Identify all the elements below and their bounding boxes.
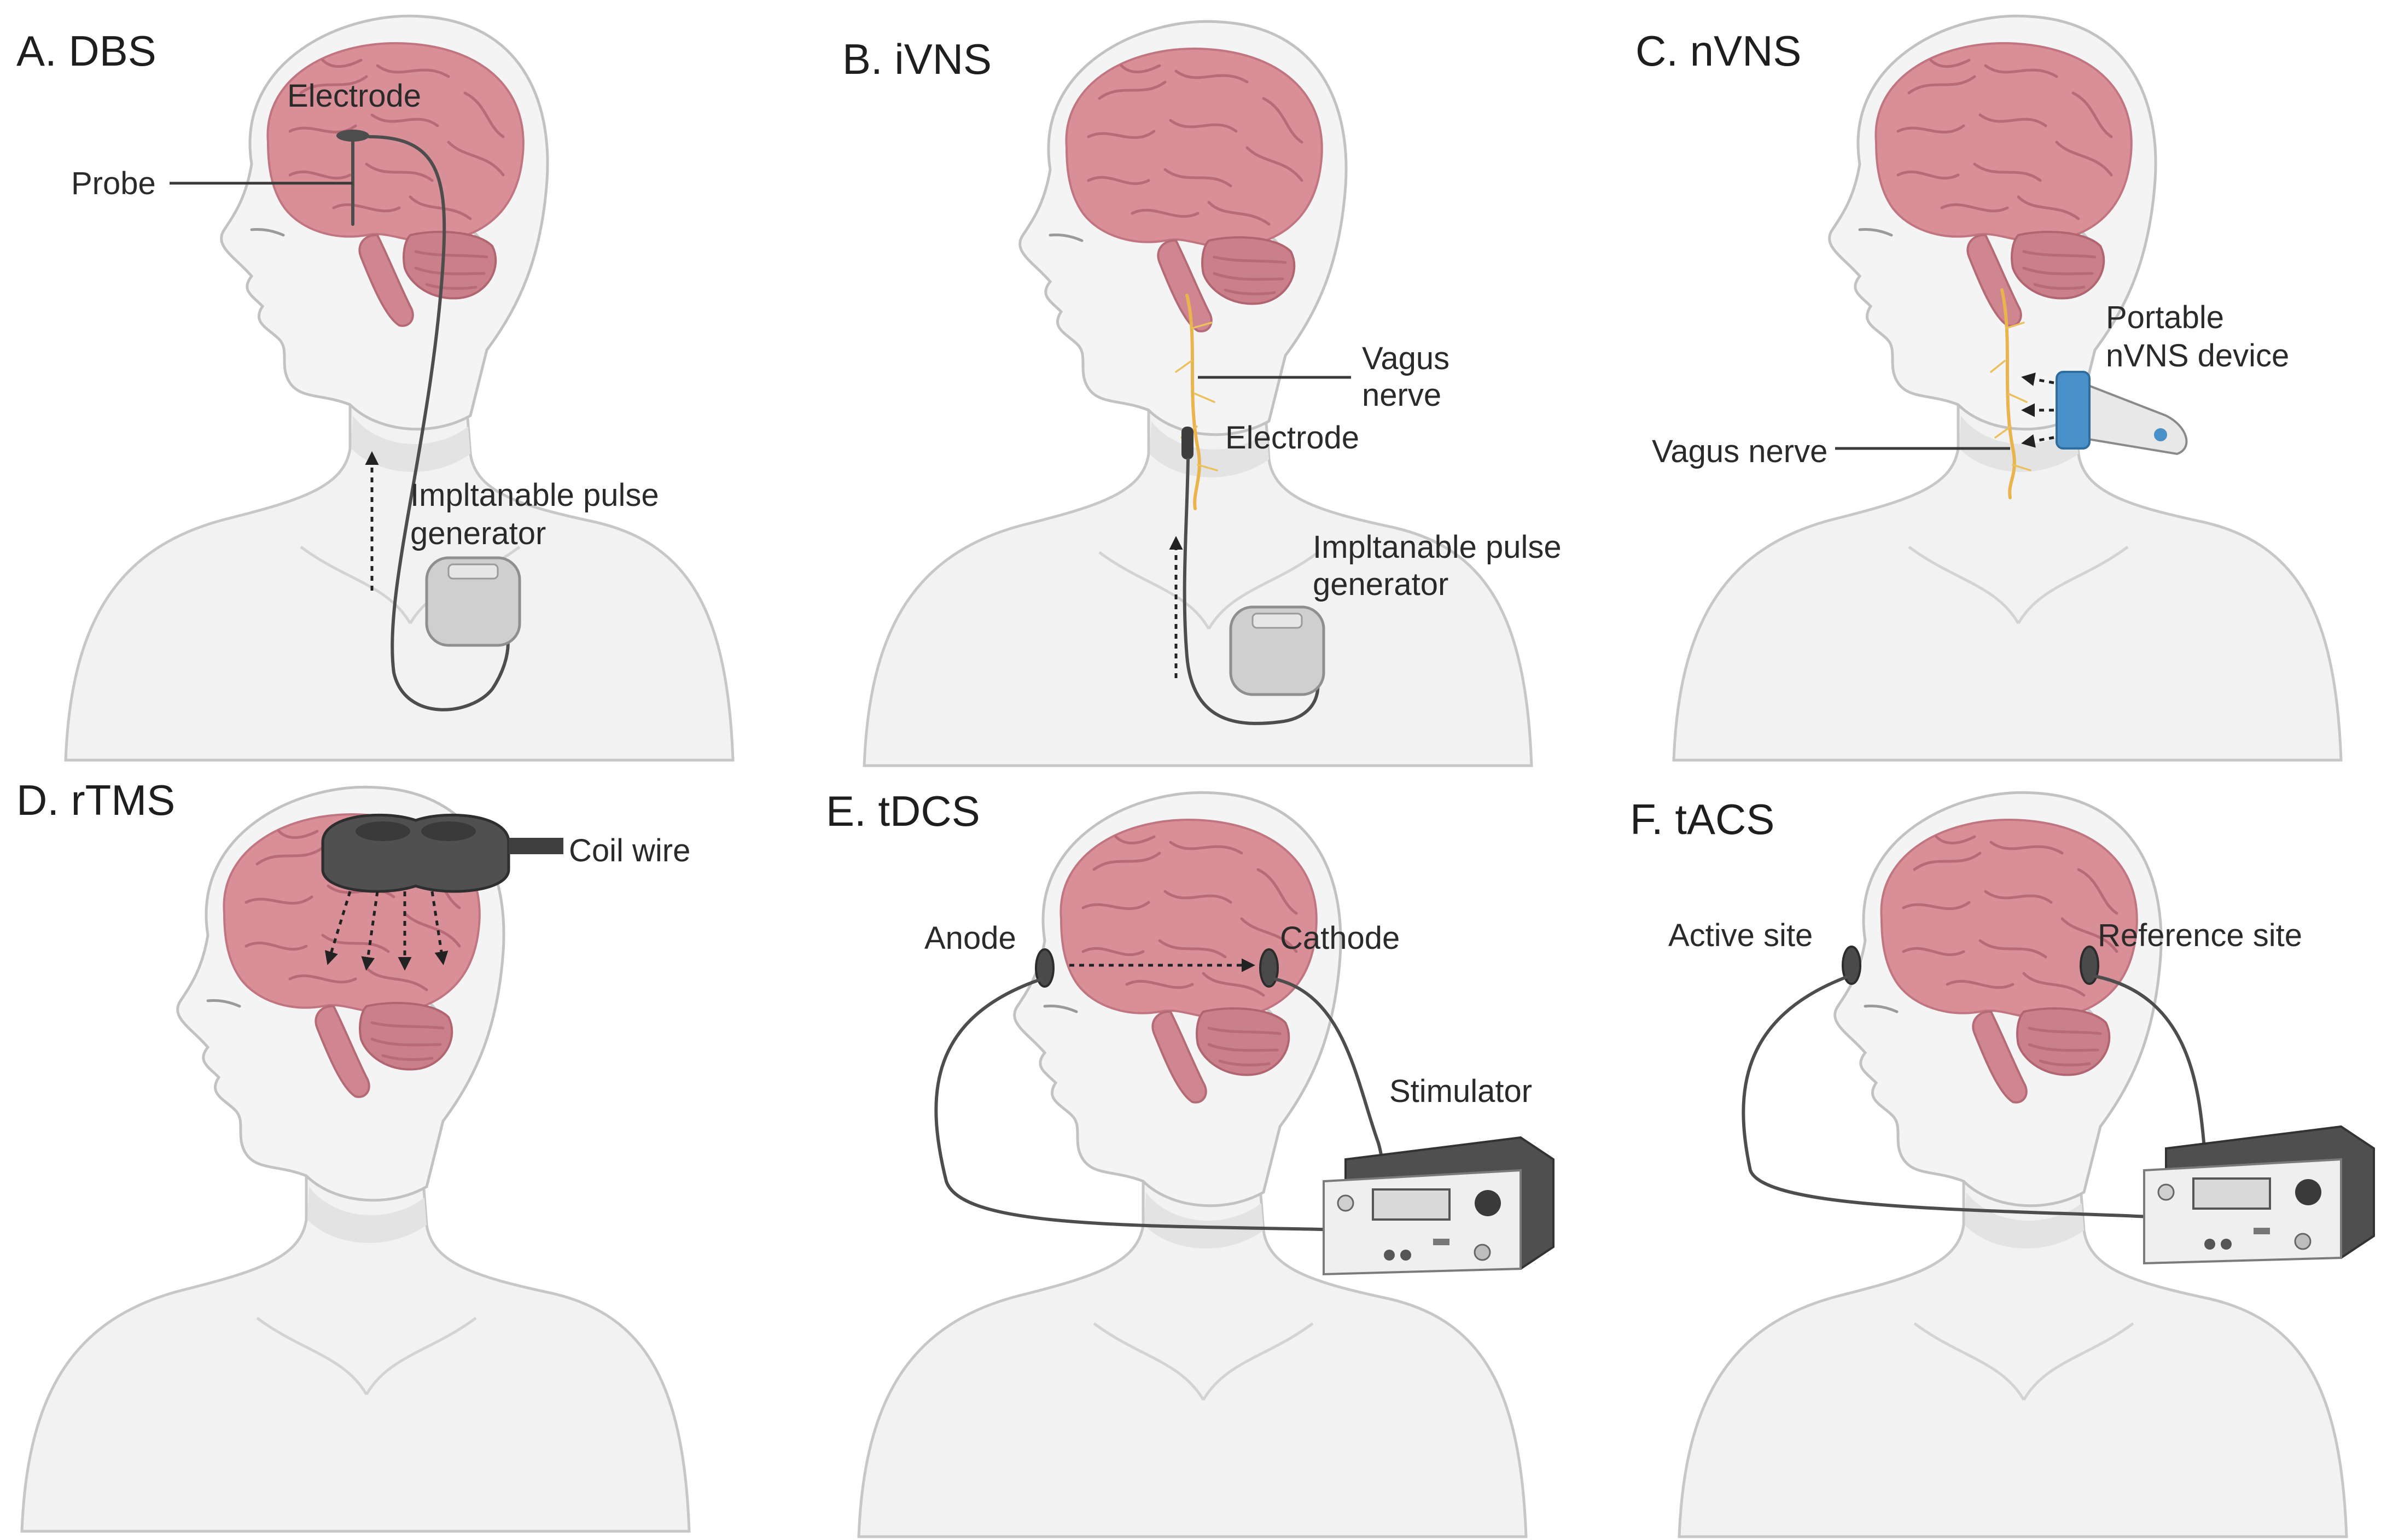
nvns-device-icon: [2056, 371, 2188, 456]
label-ipg-a-2: generator: [410, 516, 546, 551]
panel-e-tdcs: E. tDCS Anode Cathode Stimulator: [826, 787, 1555, 1537]
label-ipg-b-1: Impltanable pulse: [1313, 529, 1562, 565]
panel-d-title: D. rTMS: [16, 776, 175, 824]
label-coil: Coil wire: [569, 833, 690, 868]
tms-coil-icon: [321, 813, 563, 893]
panel-c-nvns: C. nVNS Portable nVNS device Vagus nerve: [1635, 16, 2341, 760]
label-device-c-2: nVNS device: [2106, 338, 2289, 374]
ivns-electrode-icon: [1181, 427, 1194, 459]
anode-pad-icon: [1035, 948, 1055, 988]
active-site-pad-icon: [1842, 946, 1861, 985]
panel-b-title: B. iVNS: [842, 35, 992, 83]
tacs-stimulator-icon: [2143, 1125, 2375, 1264]
label-vagus-b-1: Vagus: [1362, 341, 1449, 376]
label-electrode-a: Electrode: [287, 78, 421, 114]
label-probe: Probe: [71, 166, 156, 201]
panel-f-tacs: F. tACS Active site Reference site: [1630, 792, 2375, 1537]
panel-a-title: A. DBS: [16, 27, 156, 75]
label-vagus-c: Vagus nerve: [1652, 434, 1827, 469]
panel-a-dbs: A. DBS Electrode Probe Impltanable pulse…: [16, 16, 733, 760]
tdcs-stimulator-icon: [1323, 1136, 1555, 1275]
label-ipg-b-2: generator: [1313, 567, 1448, 602]
panel-b-ivns: B. iVNS Vagus nerve Electrode Impltanabl…: [842, 21, 1562, 766]
label-electrode-b: Electrode: [1225, 420, 1359, 456]
reference-site-pad-icon: [2080, 946, 2099, 985]
cathode-pad-icon: [1259, 948, 1279, 988]
label-ipg-a-1: Impltanable pulse: [410, 477, 659, 513]
panel-e-title: E. tDCS: [826, 787, 980, 835]
panel-d-rtms: D. rTMS Coil wire: [16, 776, 690, 1531]
label-active-site: Active site: [1668, 918, 1813, 953]
label-stimulator: Stimulator: [1389, 1074, 1532, 1109]
label-cathode: Cathode: [1280, 920, 1400, 956]
panel-f-title: F. tACS: [1630, 795, 1774, 843]
label-reference-site: Reference site: [2098, 918, 2302, 953]
label-device-c-1: Portable: [2106, 300, 2224, 335]
label-vagus-b-2: nerve: [1362, 377, 1441, 413]
panel-c-title: C. nVNS: [1635, 27, 1801, 75]
label-anode: Anode: [924, 920, 1016, 956]
